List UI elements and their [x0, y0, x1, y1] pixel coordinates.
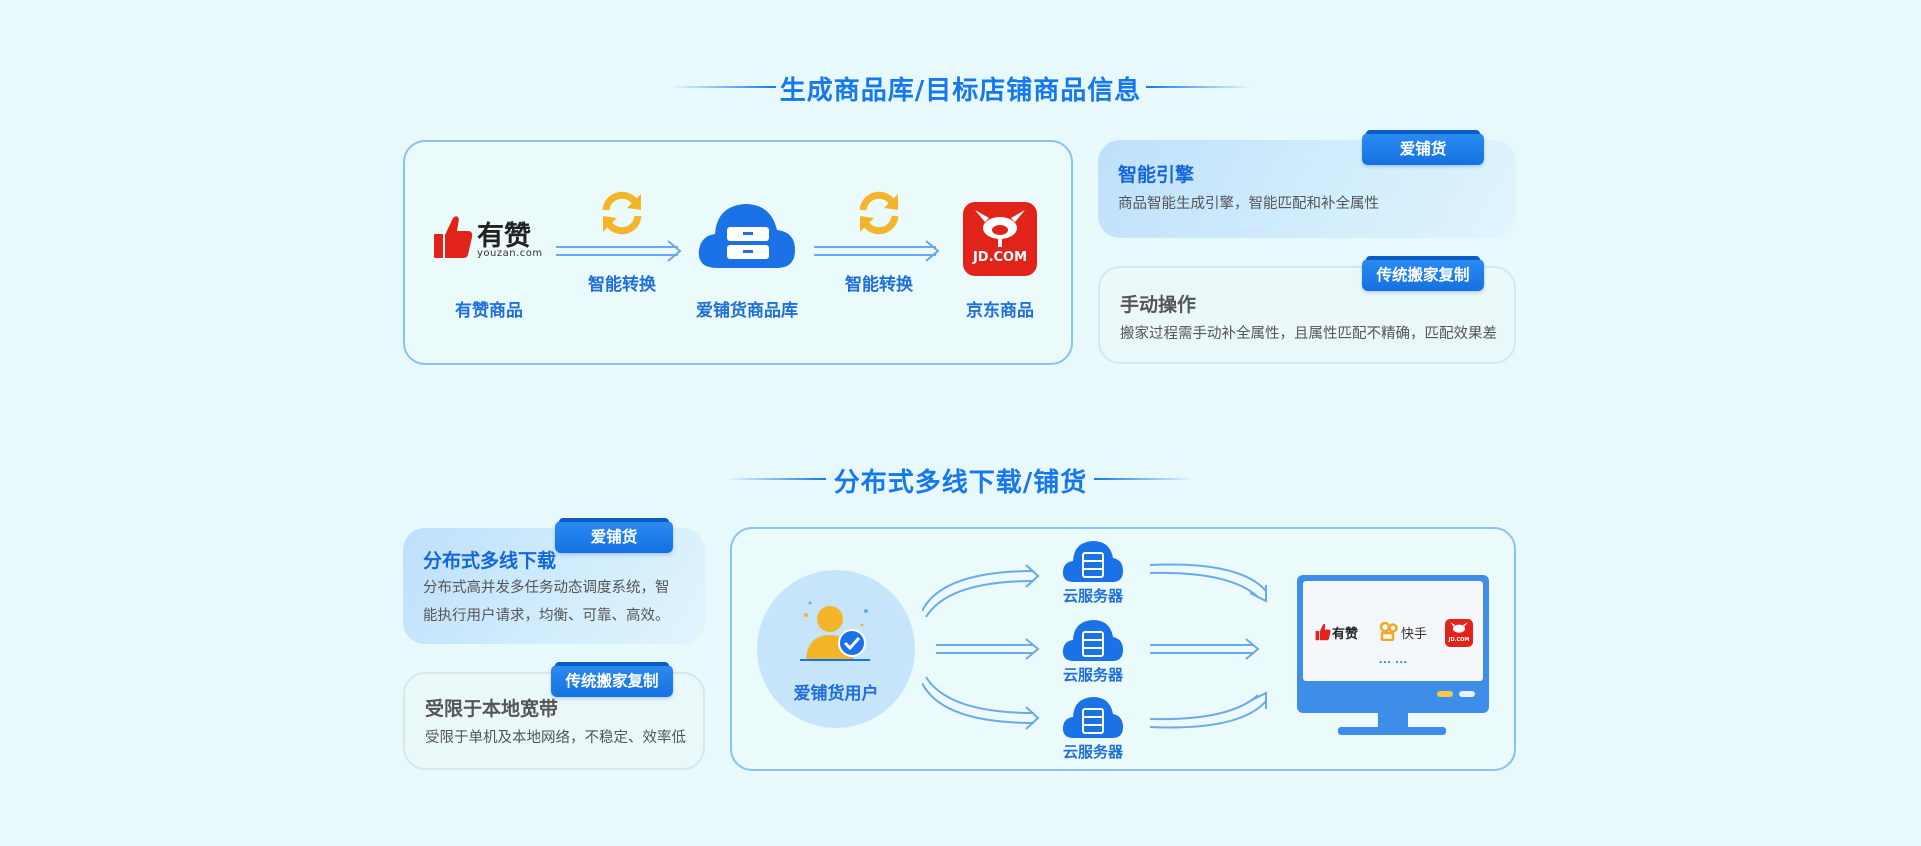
- card-title: 分布式多线下载: [423, 550, 557, 572]
- monitor-indicator-yellow: [1437, 691, 1453, 697]
- cloud-server-label: 云服务器: [1062, 743, 1123, 761]
- monitor-jd-text: JD.COM: [1448, 637, 1470, 643]
- flow-arrow-2: [814, 240, 940, 262]
- card-description-line2: 能执行用户请求，均衡、可靠、高效。: [423, 608, 670, 624]
- section2-title: 分布式多线下载/铺货: [833, 468, 1088, 498]
- section1-title-line-left: [670, 86, 776, 88]
- distributed-download-card: 分布式多线下载 分布式高并发多任务动态调度系统，智 能执行用户请求，均衡、可靠、…: [403, 528, 705, 644]
- jd-logo-text: JD.COM: [972, 250, 1028, 265]
- section1-flow-panel: 有赞 youzan.com 有赞商品 智能转换 爱铺货商品库 智能转换: [403, 140, 1073, 365]
- card-title: 手动操作: [1120, 294, 1197, 316]
- cloud-server-icon: [1062, 541, 1123, 582]
- jd-product-label: 京东商品: [966, 301, 1034, 321]
- traditional-copy-badge: 传统搬家复制: [1362, 256, 1484, 291]
- cloud-server-label: 云服务器: [1062, 587, 1123, 605]
- user-check-icon: [800, 601, 870, 661]
- aipuhuo-badge: 爱铺货: [555, 518, 673, 553]
- monitor-kuaishou-text: 快手: [1401, 627, 1428, 642]
- monitor-jd-logo: JD.COM: [1445, 619, 1473, 647]
- user-label: 爱铺货用户: [793, 684, 879, 704]
- youzan-product-label: 有赞商品: [455, 301, 523, 321]
- monitor-indicator-white: [1459, 691, 1475, 697]
- sync-icon: [859, 191, 899, 235]
- thumbs-up-icon: [1315, 623, 1331, 641]
- monitor: 有赞 快手 JD.COM ... ...: [1297, 575, 1489, 713]
- kuaishou-icon: [1379, 621, 1398, 641]
- jd-dog-icon: [1450, 622, 1468, 633]
- section2-title-line-left: [726, 478, 826, 480]
- section2-title-line-right: [1094, 478, 1194, 480]
- cloud-server-label: 云服务器: [1062, 666, 1123, 684]
- user-to-server-arrows: [922, 564, 1040, 730]
- youzan-logo-subtext: youzan.com: [477, 248, 543, 259]
- card-description: 搬家过程需手动补全属性，且属性匹配不精确，匹配效果差: [1120, 326, 1497, 342]
- traditional-copy-badge: 传统搬家复制: [551, 662, 673, 697]
- monitor-stand: [1378, 713, 1408, 727]
- youzan-logo: 有赞 youzan.com: [433, 214, 543, 264]
- cloud-storage-icon: [698, 204, 795, 268]
- monitor-more-text: ... ...: [1378, 653, 1408, 666]
- card-title: 受限于本地宽带: [425, 698, 559, 720]
- monitor-base: [1338, 727, 1446, 735]
- youzan-logo-text: 有赞: [477, 221, 531, 252]
- section1-title-line-right: [1146, 86, 1252, 88]
- cloud-server-icon: [1062, 620, 1123, 661]
- jd-dog-icon: [975, 210, 1025, 247]
- card-description-line1: 分布式高并发多任务动态调度系统，智: [423, 580, 670, 596]
- card-description: 商品智能生成引擎，智能匹配和补全属性: [1118, 196, 1379, 212]
- jd-logo: JD.COM: [963, 202, 1037, 276]
- monitor-screen: 有赞 快手 JD.COM ... ...: [1303, 581, 1483, 681]
- sync-icon: [602, 191, 642, 235]
- card-description: 受限于单机及本地网络，不稳定、效率低: [425, 730, 686, 746]
- thumbs-up-icon: [434, 216, 473, 258]
- convert-label-2: 智能转换: [845, 275, 913, 295]
- ai-engine-card: 智能引擎 商品智能生成引擎，智能匹配和补全属性: [1098, 140, 1516, 238]
- convert-label-1: 智能转换: [588, 275, 656, 295]
- flow-arrow-1: [556, 240, 682, 262]
- store-label: 爱铺货商品库: [696, 301, 798, 321]
- distribution-diagram-panel: 爱铺货用户 云服务器 云服务器 云服务器: [730, 527, 1516, 771]
- monitor-youzan-text: 有赞: [1332, 627, 1359, 642]
- section1-title: 生成商品库/目标店铺商品信息: [779, 76, 1142, 106]
- card-title: 智能引擎: [1118, 164, 1195, 186]
- aipuhuo-badge: 爱铺货: [1362, 130, 1484, 165]
- cloud-server-icon: [1062, 697, 1123, 738]
- server-to-monitor-arrows: [1150, 563, 1267, 729]
